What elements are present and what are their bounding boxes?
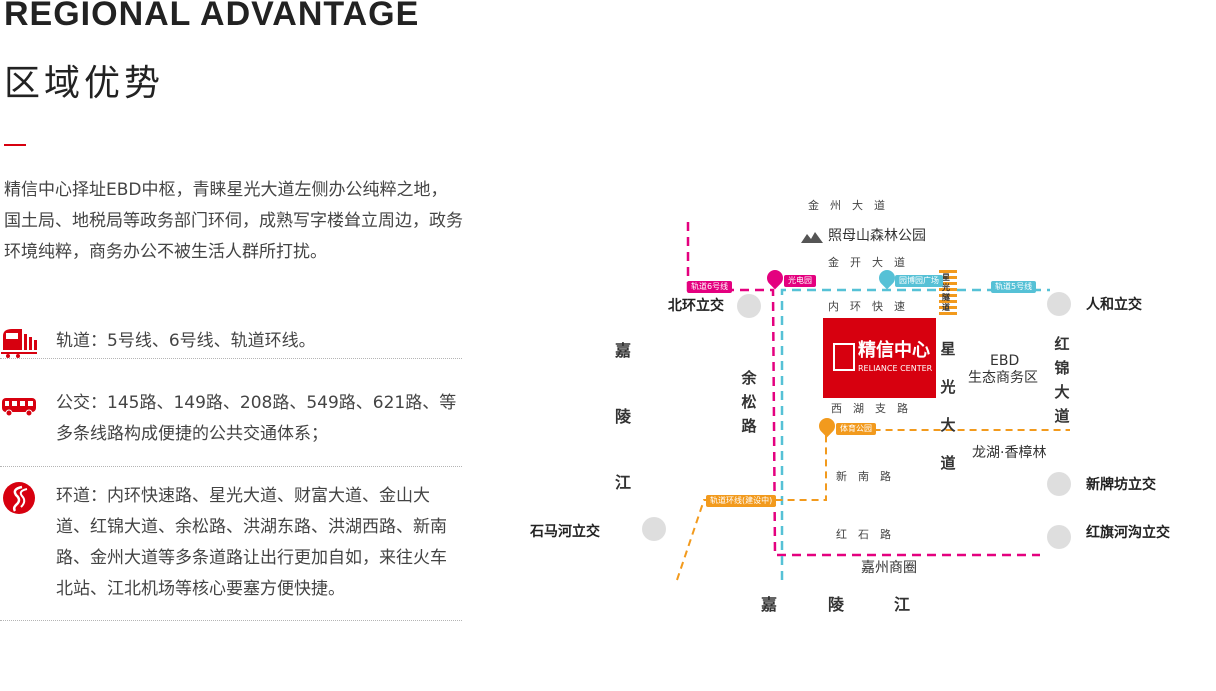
accent-bar bbox=[4, 144, 26, 146]
ebd-label-line2: 生态商务区 bbox=[968, 370, 1038, 386]
star-tunnel-label: 星光隧道 bbox=[942, 273, 950, 312]
logo-name-cn: 精信中心 bbox=[858, 340, 930, 361]
line6-tag: 轨道6号线 bbox=[687, 281, 733, 293]
road-xingguang: 星光大道 bbox=[940, 340, 956, 472]
beihuan-dot bbox=[737, 294, 761, 318]
river-jialing-bottom-1: 嘉 bbox=[761, 595, 778, 614]
feature-bus: 公交：145路、149路、208路、549路、621路、等多条线路构成便捷的公共… bbox=[0, 388, 462, 467]
line5-tag: 轨道5号线 bbox=[991, 281, 1037, 293]
heading-en: REGIONAL ADVANTAGE bbox=[4, 0, 420, 33]
hongqi-label: 红旗河沟立交 bbox=[1086, 525, 1170, 541]
river-jialing-bottom-2: 陵 bbox=[828, 595, 845, 614]
loop-line-path bbox=[676, 429, 1070, 581]
road-yusong: 余松路 bbox=[741, 369, 757, 435]
road-jinkai: 金开大道 bbox=[828, 256, 916, 269]
line5-path bbox=[780, 288, 1050, 580]
logo-mark bbox=[833, 343, 855, 371]
beihuan-label: 北环立交 bbox=[668, 298, 724, 314]
star-tunnel bbox=[939, 270, 957, 316]
bus-icon bbox=[0, 390, 38, 424]
river-jialing-bottom-3: 江 bbox=[894, 595, 911, 614]
feature-rail: 轨道：5号线、6号线、轨道环线。 bbox=[0, 326, 462, 359]
hongqi-dot bbox=[1047, 525, 1071, 549]
reliance-logo: 精信中心 RELIANCE CENTER bbox=[823, 318, 936, 398]
shima-dot bbox=[642, 517, 666, 541]
road-jinzhou: 金州大道 bbox=[808, 199, 896, 212]
shima-label: 石马河立交 bbox=[530, 524, 600, 540]
road-xinnan: 新南路 bbox=[836, 470, 902, 483]
road-hongjin: 红锦大道 bbox=[1054, 335, 1070, 425]
yuanbo-tag: 园博园广场 bbox=[895, 275, 943, 287]
xinpaifang-label: 新牌坊立交 bbox=[1086, 477, 1156, 493]
road-neihuan: 内环快速 bbox=[828, 300, 916, 313]
park-label: 照母山森林公园 bbox=[828, 228, 926, 244]
logo-name-en: RELIANCE CENTER bbox=[858, 364, 933, 373]
feature-rail-text: 轨道：5号线、6号线、轨道环线。 bbox=[56, 331, 316, 351]
xinpaifang-dot bbox=[1047, 472, 1071, 496]
longhu-label: 龙湖·香樟林 bbox=[972, 445, 1047, 461]
mountain-icon bbox=[801, 230, 823, 246]
river-jialing-left: 嘉陵江 bbox=[614, 341, 631, 492]
renhe-dot bbox=[1047, 292, 1071, 316]
renhe-label: 人和立交 bbox=[1086, 297, 1142, 313]
intro-text: 精信中心择址EBD中枢，青睐星光大道左侧办公纯粹之地，国土局、地税局等政务部门环… bbox=[4, 180, 463, 262]
line6-path bbox=[686, 222, 1040, 557]
road-hongshi: 红石路 bbox=[836, 528, 902, 541]
map-lines bbox=[676, 222, 1070, 581]
feature-road: 环道：内环快速路、星光大道、财富大道、金山大道、红锦大道、余松路、洪湖东路、洪湖… bbox=[0, 481, 462, 621]
road-xihu: 西湖支路 bbox=[831, 402, 919, 415]
location-map: 金州大道 照母山森林公园 金开大道 内环快速 西湖支路 新南路 红石路 嘉州商圈… bbox=[520, 180, 1200, 630]
tiyu-tag: 体育公园 bbox=[836, 423, 876, 435]
feature-road-text: 环道：内环快速路、星光大道、财富大道、金山大道、红锦大道、余松路、洪湖东路、洪湖… bbox=[56, 486, 447, 599]
road-icon bbox=[0, 481, 38, 515]
guangdian-tag: 光电园 bbox=[784, 275, 816, 287]
loop-line-tag: 轨道环线(建设中) bbox=[706, 495, 777, 507]
train-icon bbox=[0, 326, 38, 360]
feature-bus-text: 公交：145路、149路、208路、549路、621路、等多条线路构成便捷的公共… bbox=[56, 393, 457, 444]
heading-cn: 区域优势 bbox=[4, 63, 165, 104]
ebd-label-line1: EBD bbox=[990, 353, 1020, 369]
jiazhou-label: 嘉州商圈 bbox=[861, 560, 917, 576]
